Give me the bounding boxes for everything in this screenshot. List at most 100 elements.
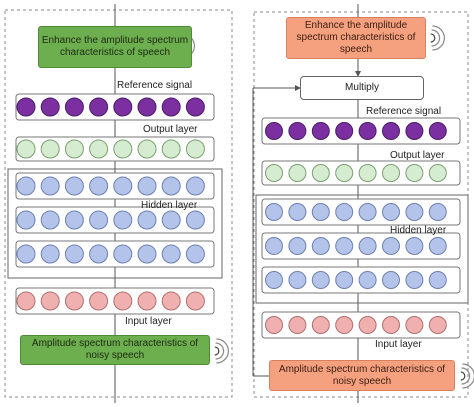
right-hidden-node [428, 271, 447, 289]
right-hidden-node [382, 237, 400, 255]
left-hidden-node [40, 176, 60, 196]
left-hidden-node [113, 210, 133, 230]
left-input-node [113, 291, 133, 311]
right-reference-signal-label: Reference signal [366, 106, 442, 117]
right-input-node [288, 316, 307, 334]
left-hidden-node [64, 210, 84, 230]
left-reference-node [16, 97, 36, 117]
right-hidden-node [428, 203, 447, 221]
right-hidden-node [358, 271, 377, 289]
left-hidden-node [16, 244, 36, 264]
right-input-node [265, 316, 283, 334]
right-hidden-node [428, 237, 447, 255]
right-hidden-node [265, 203, 283, 221]
multiply-box: Multiply [300, 76, 424, 100]
left-hidden-node [137, 244, 157, 264]
right-hidden-node [358, 203, 377, 221]
right-hidden-node [288, 203, 307, 221]
left-hidden-node [113, 244, 133, 264]
left-output-node [89, 139, 109, 159]
left-panel-border [4, 9, 233, 398]
left-output-layer-label: Output layer [143, 124, 198, 135]
left-output-node [40, 139, 60, 159]
sound-wave-icon [460, 363, 474, 389]
right-input-node [382, 316, 400, 334]
right-hidden-node [382, 203, 400, 221]
right-hidden-node [335, 203, 354, 221]
sound-wave-icon [430, 25, 445, 51]
left-output-node [64, 139, 84, 159]
right-input-layer-label: Input layer [375, 339, 422, 350]
left-hidden-node [16, 210, 36, 230]
left-hidden-group-box [7, 168, 223, 279]
left-hidden-node [89, 176, 109, 196]
left-hidden-node [185, 244, 205, 264]
left-hidden-node [64, 244, 84, 264]
right-hidden-node [311, 237, 330, 255]
right-output-node [382, 164, 400, 182]
left-output-node [113, 139, 133, 159]
left-hidden-node [185, 210, 205, 230]
right-output-node [288, 164, 307, 182]
left-output-node [185, 139, 205, 159]
right-input-node [405, 316, 424, 334]
left-input-node [161, 291, 181, 311]
left-input-node [16, 291, 36, 311]
right-output-node [335, 164, 354, 182]
right-output-node [265, 164, 283, 182]
left-output-node [161, 139, 181, 159]
right-hidden-node [382, 271, 400, 289]
right-hidden-node [405, 203, 424, 221]
right-hidden-node [311, 203, 330, 221]
left-input-node [64, 291, 84, 311]
right-input-node [428, 316, 447, 334]
right-input-box: Amplitude spectrum characteristics of no… [269, 360, 455, 391]
right-hidden-node [288, 271, 307, 289]
right-reference-node [265, 122, 283, 140]
left-reference-node [161, 97, 181, 117]
left-reference-node [40, 97, 60, 117]
left-reference-node [113, 97, 133, 117]
right-reference-node [405, 122, 424, 140]
left-output-node [16, 139, 36, 159]
right-hidden-node [265, 237, 283, 255]
right-reference-node [335, 122, 354, 140]
right-hidden-layer-label: Hidden layer [390, 225, 447, 236]
right-reference-node [311, 122, 330, 140]
right-output-node [358, 164, 377, 182]
right-input-text: Amplitude spectrum characteristics of no… [278, 363, 446, 387]
left-hidden-node [16, 176, 36, 196]
left-input-node [89, 291, 109, 311]
left-input-text: Amplitude spectrum characteristics of no… [31, 338, 199, 361]
left-hidden-layer-label: Hidden layer [141, 200, 198, 211]
left-input-layer-label: Input layer [125, 316, 172, 327]
right-output-node [428, 164, 447, 182]
right-hidden-group-box [255, 194, 469, 304]
left-hidden-node [161, 244, 181, 264]
right-output-box: Enhance the amplitude spectrum character… [286, 17, 426, 59]
right-output-layer-label: Output layer [390, 150, 445, 161]
left-hidden-node [185, 176, 205, 196]
multiply-text: Multiply [345, 82, 379, 93]
left-hidden-node [137, 176, 157, 196]
right-reference-node [288, 122, 307, 140]
left-output-box: Enhance the amplitude spectrum character… [38, 26, 192, 68]
right-hidden-node [405, 271, 424, 289]
left-output-node [137, 139, 157, 159]
left-hidden-node [161, 210, 181, 230]
left-hidden-node [89, 244, 109, 264]
right-output-text: Enhance the amplitude spectrum character… [296, 20, 416, 55]
left-reference-node [185, 97, 205, 117]
sound-wave-icon [214, 338, 229, 364]
left-reference-node [89, 97, 109, 117]
right-hidden-node [288, 237, 307, 255]
left-hidden-node [137, 210, 157, 230]
right-reference-node [428, 122, 447, 140]
left-reference-signal-label: Reference signal [117, 80, 193, 91]
left-hidden-node [113, 176, 133, 196]
right-hidden-node [311, 271, 330, 289]
left-hidden-node [89, 210, 109, 230]
right-hidden-node [335, 237, 354, 255]
